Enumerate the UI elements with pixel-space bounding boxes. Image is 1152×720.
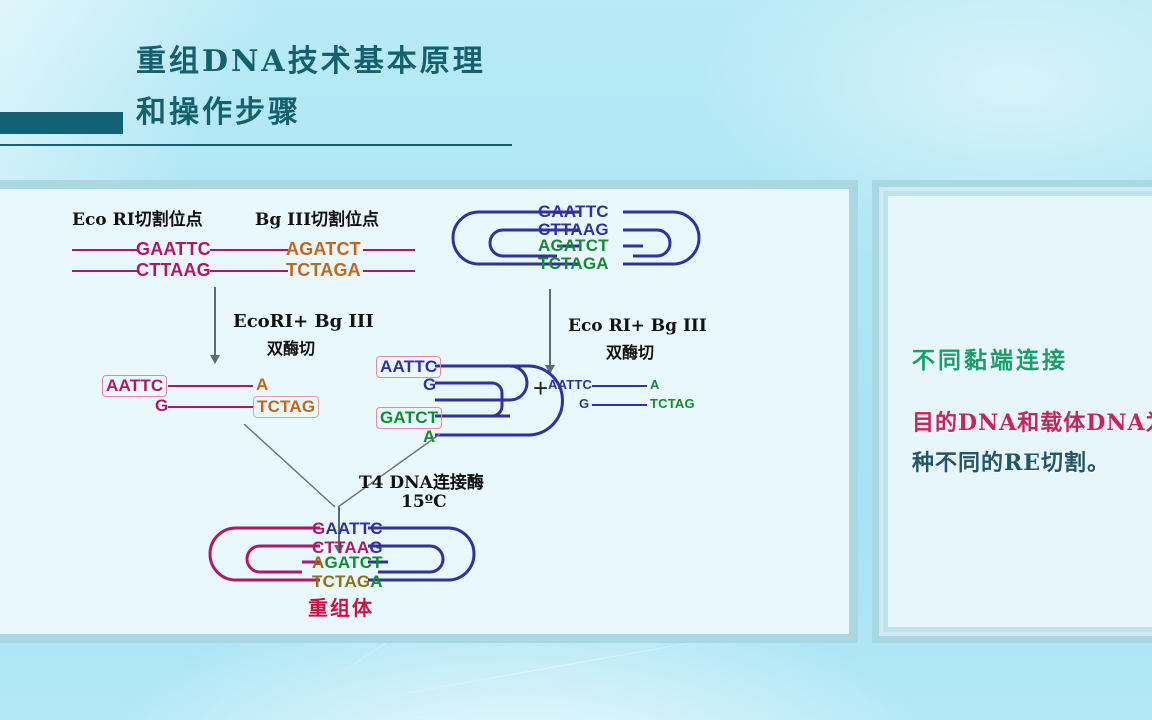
vector-plasmid-bottom-strand: CTTAAG <box>538 220 609 239</box>
insert-cut-right-bottom: TCTAG <box>253 396 320 418</box>
recombinant-top2-b: GATCT <box>324 553 383 572</box>
recombinant-top-strand: GAATTC <box>312 519 383 539</box>
digest-arrow-left-stem <box>214 287 216 357</box>
bg-ray-3 <box>339 700 849 720</box>
insert-cut-right-top: A <box>256 375 269 394</box>
vector-cut-left-top-2: GATCT <box>376 407 443 429</box>
recombinant-top-b: AATTC <box>325 519 383 538</box>
vector-cut-shape <box>435 364 564 437</box>
small-frag-bot-line <box>592 404 647 406</box>
notes-panel: 不同黏端连接 目的DNA和载体DNA为 种不同的RE切割。 <box>872 180 1152 643</box>
insert-bottom-strand-2: TCTAGA <box>286 260 361 280</box>
recombinant-bottom-strand: CTTAAG <box>312 538 383 558</box>
vector-plasmid-bottom-strand-2: TCTAGA <box>538 254 609 273</box>
small-frag-left-bottom: G <box>579 396 590 411</box>
title-line-2: 和操作步骤 <box>136 95 301 130</box>
vector-cut-left-top: AATTC <box>376 356 442 378</box>
bglii-site-label: Bg III切割位点 <box>255 210 380 230</box>
recombinant-bot2-b: A <box>370 572 383 591</box>
slide-header: 重组DNA技术基本原理 和操作步骤 <box>0 0 1152 178</box>
small-frag-right-bottom: TCTAG <box>650 396 695 411</box>
insert-cut-left-bottom: G <box>155 396 169 415</box>
ligase-temp-label: 15ºC <box>401 492 447 512</box>
recombinant-bottom-strand-2: TCTAGA <box>312 572 383 592</box>
recombinant-top-a: G <box>312 519 326 538</box>
diagram-canvas: Eco RI切割位点 Bg III切割位点 GAATTC CTTAAG AGAT… <box>0 189 849 634</box>
vector-plasmid-top-strand-2: AGATCT <box>538 236 609 255</box>
title-line-1: 重组DNA技术基本原理 <box>136 44 486 79</box>
digest-label-right: Eco RI+ Bg III <box>568 316 707 336</box>
vector-plasmid-top-strand: GAATTC <box>538 202 609 221</box>
diagram-panel: Eco RI切割位点 Bg III切割位点 GAATTC CTTAAG AGAT… <box>0 180 858 643</box>
notes-heading: 不同黏端连接 <box>912 347 1068 374</box>
insert-top-strand-2: AGATCT <box>286 239 361 259</box>
insert-bot-line-right <box>363 270 415 272</box>
digest-label-left: EcoRI+ Bg III <box>233 311 374 332</box>
plus-sign: + <box>533 373 549 403</box>
notes-body: 目的DNA和载体DNA为 种不同的RE切割。 <box>912 403 1152 483</box>
notes-body-line-1: 目的DNA和载体DNA为 <box>912 410 1152 436</box>
digest-note-left: 双酶切 <box>267 339 316 358</box>
notes-panel-inner: 不同黏端连接 目的DNA和载体DNA为 种不同的RE切割。 <box>883 191 1152 632</box>
small-frag-top-line <box>592 385 647 387</box>
notes-text: 不同黏端连接 目的DNA和载体DNA为 种不同的RE切割。 <box>912 341 1152 483</box>
insert-bottom-strand: CTTAAG <box>136 260 211 280</box>
notes-body-line-2: 种不同的RE切割。 <box>912 450 1111 476</box>
digest-note-right: 双酶切 <box>606 343 655 362</box>
insert-top-line-left <box>72 249 138 251</box>
vector-plasmid-shape <box>451 210 701 266</box>
insert-top-line-right <box>363 249 415 251</box>
ligase-label: T4 DNA连接酶 <box>359 473 484 493</box>
recombinant-top2-a: A <box>312 553 325 572</box>
vector-cut-left-bottom: G <box>423 375 437 394</box>
ligation-arrow-stem <box>338 507 340 547</box>
recombinant-top-strand-2: AGATCT <box>312 553 383 573</box>
digest-arrow-right-head <box>545 365 555 374</box>
recombinant-bot-b: G <box>369 538 383 557</box>
small-frag-left-top: AATTC <box>548 377 593 392</box>
vector-cut-left-bottom-2: A <box>423 427 436 446</box>
recombinant-product-label: 重组体 <box>308 596 374 620</box>
insert-bot-line-mid <box>210 270 288 272</box>
page-title: 重组DNA技术基本原理 和操作步骤 <box>136 36 556 138</box>
digest-arrow-left-head <box>210 355 220 364</box>
insert-cut-top-line <box>168 385 253 387</box>
recombinant-plasmid-shape <box>208 526 476 582</box>
header-rule <box>0 144 512 146</box>
ligation-arrow-head <box>334 545 344 554</box>
recombinant-bot2-a: TCTAG <box>312 572 371 591</box>
insert-bot-line-left <box>72 270 138 272</box>
header-accent-bar <box>0 112 123 134</box>
insert-cut-bot-line <box>168 406 253 408</box>
small-frag-right-top: A <box>650 377 660 392</box>
insert-top-line-mid <box>210 249 288 251</box>
ecori-site-label: Eco RI切割位点 <box>72 210 203 230</box>
insert-cut-left-top: AATTC <box>102 375 168 397</box>
recombinant-bot-a: CTTAA <box>312 538 370 557</box>
ligation-converge-lines <box>243 424 441 508</box>
digest-arrow-right-stem <box>549 289 551 367</box>
insert-top-strand: GAATTC <box>136 239 211 259</box>
